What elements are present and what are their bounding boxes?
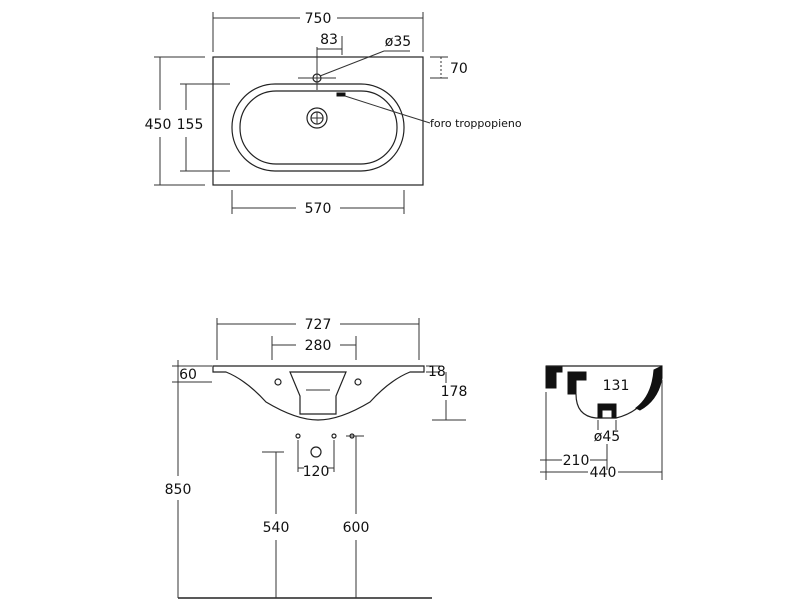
- drain-pipe-left: [295, 433, 301, 439]
- section-view: 131 ø45 210 440: [540, 365, 663, 481]
- dim-fixing-spacing: 280: [305, 338, 332, 354]
- dim-total-depth: 440: [590, 465, 617, 481]
- section-back-rim: [567, 371, 587, 395]
- drain-outer: [306, 107, 328, 129]
- drain-pipe-center: [310, 446, 322, 458]
- dim-mount-height: 850: [165, 482, 192, 498]
- dim-drain-spacing: 120: [303, 464, 330, 480]
- dim-depth: 450: [145, 117, 172, 133]
- waste-outline: [289, 371, 347, 415]
- top-view: 750 83 ø35 70 450 155 570: [145, 11, 522, 217]
- dim-tap-hole: ø35: [385, 34, 411, 50]
- dim-drain-from-wall: 210: [563, 453, 590, 469]
- dim-bowl-width: 570: [305, 201, 332, 217]
- dim-rim-thickness: 18: [428, 364, 446, 380]
- front-view: 727 280 60 18 178 850 120 540: [165, 317, 468, 599]
- note-overflow: foro troppopieno: [430, 117, 522, 130]
- dim-bowl-depth: 155: [177, 117, 204, 133]
- drain-pipe-right-top: [331, 433, 337, 439]
- section-wall: [545, 365, 563, 389]
- dim-tap-to-edge: 70: [450, 61, 468, 77]
- dim-top-width: 750: [305, 11, 332, 27]
- basin-front-profile: [212, 365, 425, 421]
- dim-drain-diameter: ø45: [594, 429, 620, 445]
- bowl-inner: [239, 90, 398, 165]
- dim-drain-offset: 131: [603, 378, 630, 394]
- dim-drain-height-right: 600: [343, 520, 370, 536]
- dim-drain-height-left: 540: [263, 520, 290, 536]
- basin-outline: [212, 56, 424, 186]
- fixing-right: [354, 378, 362, 386]
- dim-front-width: 727: [305, 317, 332, 333]
- fixing-left: [274, 378, 282, 386]
- overflow-slot: [336, 92, 346, 97]
- dim-tap-offset: 83: [320, 32, 338, 48]
- bowl-outer: [231, 83, 405, 172]
- dim-rim-height: 60: [179, 367, 197, 383]
- dim-basin-height: 178: [441, 384, 468, 400]
- section-drain: [597, 403, 617, 419]
